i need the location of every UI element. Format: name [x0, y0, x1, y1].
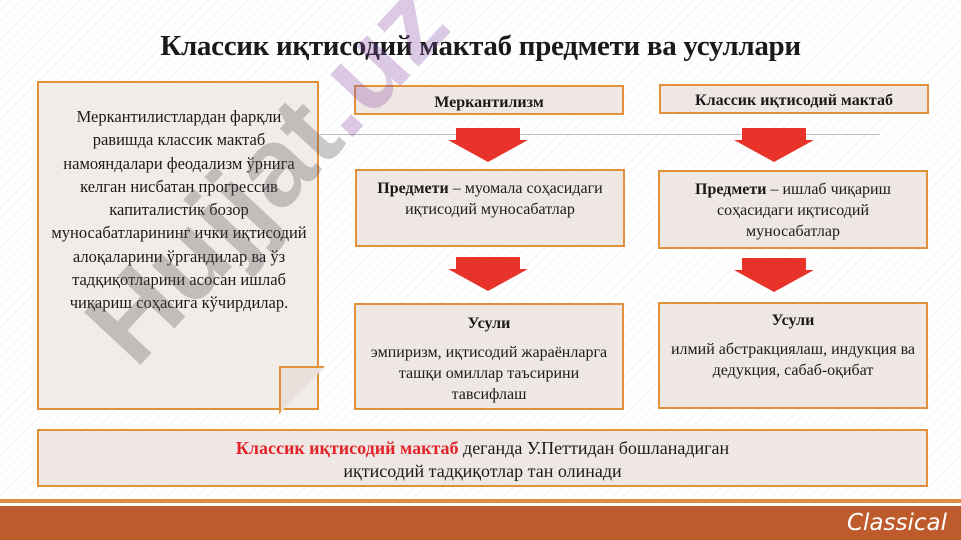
- mercantilism-methods-box: Усули эмпиризм, иқтисодий жараёнларга та…: [354, 303, 624, 410]
- footer-bar: [0, 506, 961, 540]
- divider-line: [320, 134, 880, 135]
- methods-label: Усули: [467, 315, 511, 332]
- bottom-line-1-rest: деганда У.Петтидан бошланадиган: [458, 438, 730, 458]
- arrow-down-icon: [734, 258, 814, 292]
- footer-brand: Classical: [846, 510, 947, 536]
- methods-label: Усули: [771, 312, 815, 329]
- arrow-down-icon: [448, 128, 528, 162]
- subject-label: Предмети: [695, 181, 767, 198]
- subject-label: Предмети: [377, 180, 449, 197]
- note-text: Меркантилистлардан фарқли равишда класси…: [51, 107, 307, 313]
- mercantilism-header: Меркантилизм: [434, 94, 544, 111]
- arrow-down-icon: [448, 257, 528, 291]
- classical-header: Классик иқтисодий мактаб: [695, 92, 893, 109]
- methods-text: эмпиризм, иқтисодий жараёнларга ташқи ом…: [370, 344, 608, 403]
- subject-text: – ишлаб чиқариш соҳасидаги иқтисодий мун…: [716, 181, 891, 240]
- bottom-statement: Классик иқтисодий мактаб деганда У.Петти…: [37, 429, 928, 487]
- arrow-down-icon: [734, 128, 814, 162]
- footer-accent-line: [0, 499, 961, 503]
- mercantilism-subject-box: Предмети – муомала соҳасидаги иқтисодий …: [355, 169, 625, 247]
- note-box: Меркантилистлардан фарқли равишда класси…: [37, 81, 319, 410]
- subject-text: – муомала соҳасидаги иқтисодий муносабат…: [405, 180, 603, 218]
- mercantilism-header-box: Меркантилизм: [354, 85, 624, 115]
- classical-subject: Предмети – ишлаб чиқариш соҳасидаги иқти…: [660, 172, 926, 242]
- methods-text: илмий абстракциялаш, индукция ва дедукци…: [670, 341, 916, 379]
- highlight-text: Классик иқтисодий мактаб: [235, 438, 459, 458]
- classical-header-box: Классик иқтисодий мактаб: [659, 84, 929, 114]
- bottom-line-2: иқтисодий тадқиқотлар тан олинади: [343, 461, 622, 481]
- classical-methods-box: Усули илмий абстракциялаш, индукция ва д…: [658, 302, 928, 409]
- classical-subject-box: Предмети – ишлаб чиқариш соҳасидаги иқти…: [658, 170, 928, 249]
- mercantilism-subject: Предмети – муомала соҳасидаги иқтисодий …: [357, 171, 623, 220]
- bottom-line-1: Классик иқтисодий мактаб деганда У.Петти…: [39, 437, 926, 460]
- slide-title: Классик иқтисодий мактаб предмети ва усу…: [160, 30, 801, 62]
